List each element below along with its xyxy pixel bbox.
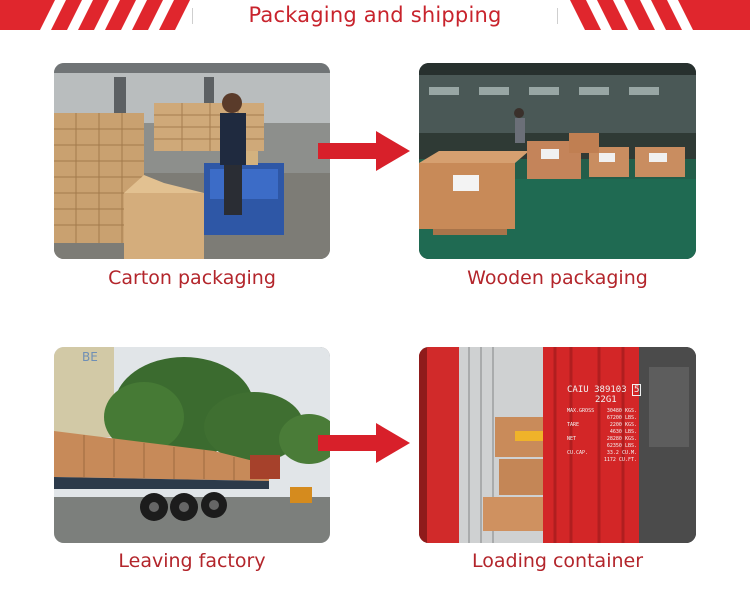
container-weight-row: 62350 LBS.: [567, 443, 637, 450]
container-weight-row: 4630 LBS.: [567, 429, 637, 436]
container-weight-row: 67200 LBS.: [567, 415, 637, 422]
container-weights: MAX.GROSS 30480 KGS.67200 LBS. TARE 2200 KG…: [567, 408, 637, 464]
arrow-right-icon: [318, 131, 410, 175]
container-weight-row: 1172 CU.FT.: [567, 457, 637, 464]
container-weight-label: NET: [567, 436, 577, 442]
container-weight-value: 1172 CU.FT.: [603, 457, 637, 463]
loading-container-photo: CAIU 389103 5 22G1 MAX.GROSS 30480 KGS.67…: [419, 347, 696, 543]
carton-packaging-photo: [54, 63, 330, 259]
container-weight-row: TARE 2200 KGS.: [567, 422, 637, 429]
container-weight-value: 2200 KGS.: [609, 422, 637, 428]
leaving-factory-photo: BE: [54, 347, 330, 543]
container-type-code: 22G1: [595, 395, 617, 405]
step-caption-leaving-factory: Leaving factory: [118, 550, 266, 572]
step-caption-wooden-packaging: Wooden packaging: [467, 267, 648, 289]
container-owner-code: CAIU: [567, 385, 589, 395]
banner-divider-right: [557, 8, 558, 24]
building-sign: BE: [82, 350, 98, 364]
container-weight-label: MAX.GROSS: [567, 408, 595, 414]
step-caption-carton-packaging: Carton packaging: [108, 267, 276, 289]
container-weight-row: MAX.GROSS 30480 KGS.: [567, 408, 637, 415]
container-weight-value: 28280 KGS.: [606, 436, 637, 442]
container-weight-label: TARE: [567, 422, 580, 428]
container-serial: 389103: [594, 385, 627, 395]
banner-stripes-right: [560, 0, 750, 30]
header-banner: Packaging and shipping: [0, 0, 750, 34]
banner-divider-left: [192, 8, 193, 24]
container-weight-value: 30480 KGS.: [606, 408, 637, 414]
banner-stripes-left: [0, 0, 190, 30]
container-marking: CAIU 389103 5 22G1 MAX.GROSS 30480 KGS.67…: [567, 384, 642, 464]
container-check-digit: 5: [632, 384, 642, 396]
step-caption-loading-container: Loading container: [471, 550, 644, 572]
container-weight-value: 4630 LBS.: [609, 429, 637, 435]
container-weight-value: 62350 LBS.: [606, 443, 637, 449]
page-title: Packaging and shipping: [248, 3, 502, 27]
arrow-right-icon: [318, 423, 410, 467]
wooden-packaging-photo: [419, 63, 696, 259]
container-weight-row: CU.CAP. 33.2 CU.M.: [567, 450, 637, 457]
container-weight-value: 33.2 CU.M.: [606, 450, 637, 456]
container-weight-row: NET 28280 KGS.: [567, 436, 637, 443]
container-weight-value: 67200 LBS.: [606, 415, 637, 421]
container-weight-label: CU.CAP.: [567, 450, 589, 456]
